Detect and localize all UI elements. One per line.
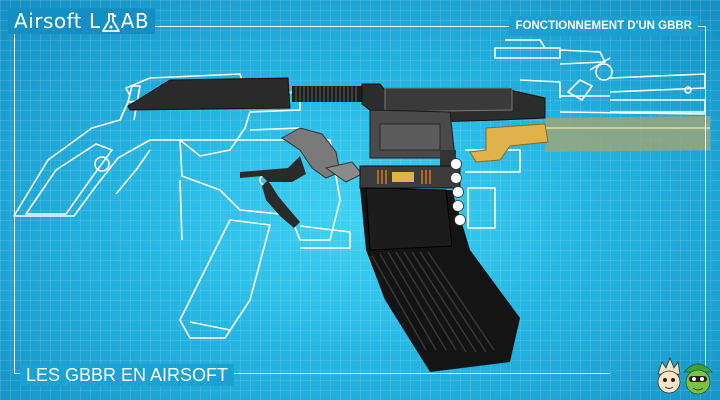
flask-icon <box>101 13 120 32</box>
recoil-spring <box>295 86 357 102</box>
blueprint-outline <box>13 39 706 339</box>
bb-stack <box>450 158 466 226</box>
footer-title: LES GBBR EN AIRSOFT <box>20 364 235 386</box>
header-title: FONCTIONNEMENT D'UN GBBR <box>509 16 698 36</box>
brand-logo: Airsoft L AB <box>8 8 156 34</box>
magazine-ribs <box>371 251 495 353</box>
frame-right-line <box>705 26 706 374</box>
frame-bottom-line <box>14 373 610 374</box>
mascot-green-icon <box>683 363 713 395</box>
valve-spring <box>377 170 431 184</box>
mascot-icons <box>657 356 713 395</box>
frame-top-line <box>14 26 706 27</box>
frame-left-line <box>14 26 15 374</box>
mascot-blond-icon <box>657 356 681 394</box>
logo-text: Airsoft L <box>14 9 101 33</box>
logo-lab-suffix: AB <box>120 9 150 33</box>
